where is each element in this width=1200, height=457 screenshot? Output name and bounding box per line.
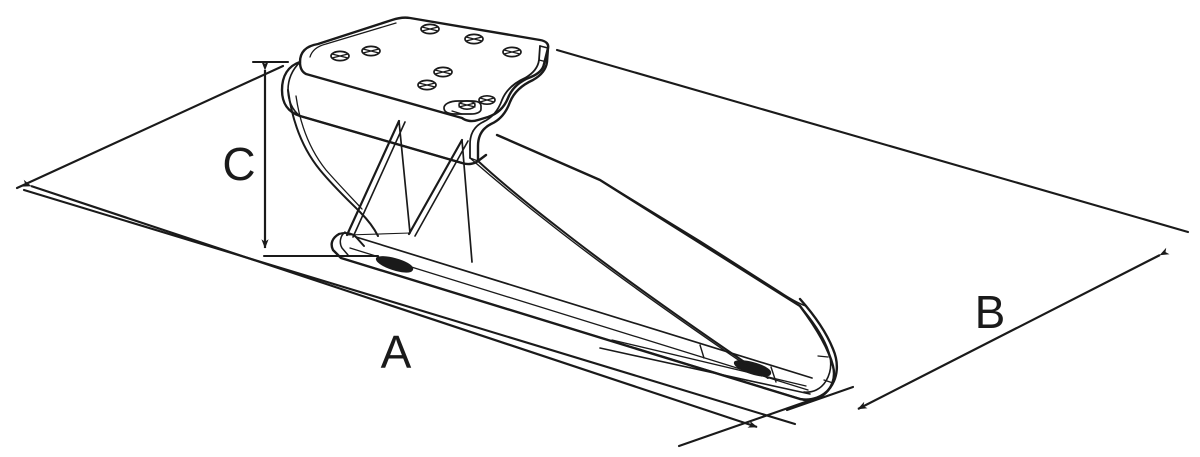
left-web-curve [287,89,379,237]
plate-top-face [298,16,550,123]
arm-taper-lower-inner [611,339,807,387]
arm-web-front-edge [496,134,807,307]
arm-crease-line [349,247,809,391]
bolt-hole [420,23,440,35]
arm-taper-lower [599,347,811,395]
dimension-b: B [857,247,1170,410]
bolt-hole [417,79,437,91]
keyhole-slot [443,100,482,115]
right-web-inner [469,157,763,377]
arm-tip-outer-arc [798,297,838,401]
dimension-c-label: C [222,138,255,190]
plate-thickness-line [299,115,463,164]
bolt-hole [433,66,453,78]
arm-panel-tick-1 [699,344,705,359]
dimension-b-label: B [975,286,1006,338]
right-web [469,157,769,379]
arm-tip-inner-arc [799,305,832,393]
dimension-a-line [21,179,758,429]
extension-line-top-right [555,48,1190,234]
bolt-hole [361,45,381,57]
s-curve-flange-outer [476,46,550,163]
dimension-b-line [857,247,1170,410]
bolt-hole [330,50,350,62]
extension-line-top-left [15,64,285,190]
bolt-hole-group [330,23,522,106]
gusset-rib [407,138,473,263]
left-web-curve-inner [295,95,363,210]
flange-cap-mid [538,59,548,63]
plate-front-edge-lower [280,60,488,166]
dimension-a-label: A [381,326,412,378]
dimension-a: A [21,179,758,429]
bracket-part [280,16,838,402]
top-mounting-plate [280,16,550,166]
s-curve-flange-inner [469,45,541,159]
arm-panel-tick-2 [770,366,777,383]
tip-tick-1 [823,379,834,384]
plate-rear-edge-inner [309,22,397,58]
arm-slot [375,256,414,273]
arm-top-inner-edge [355,236,813,379]
plate-rear-edge [317,19,393,45]
arm-left-cap-inner [339,231,349,256]
left-curved-web [287,89,379,237]
flange-cap-top [539,45,549,49]
bolt-hole [502,46,522,58]
tip-tick-2 [817,355,829,358]
bolt-hole [478,94,496,106]
bolt-hole [464,33,484,45]
right-web-outer [477,160,769,379]
gusset-rib [345,119,411,238]
gusset-rib-group [345,119,473,263]
